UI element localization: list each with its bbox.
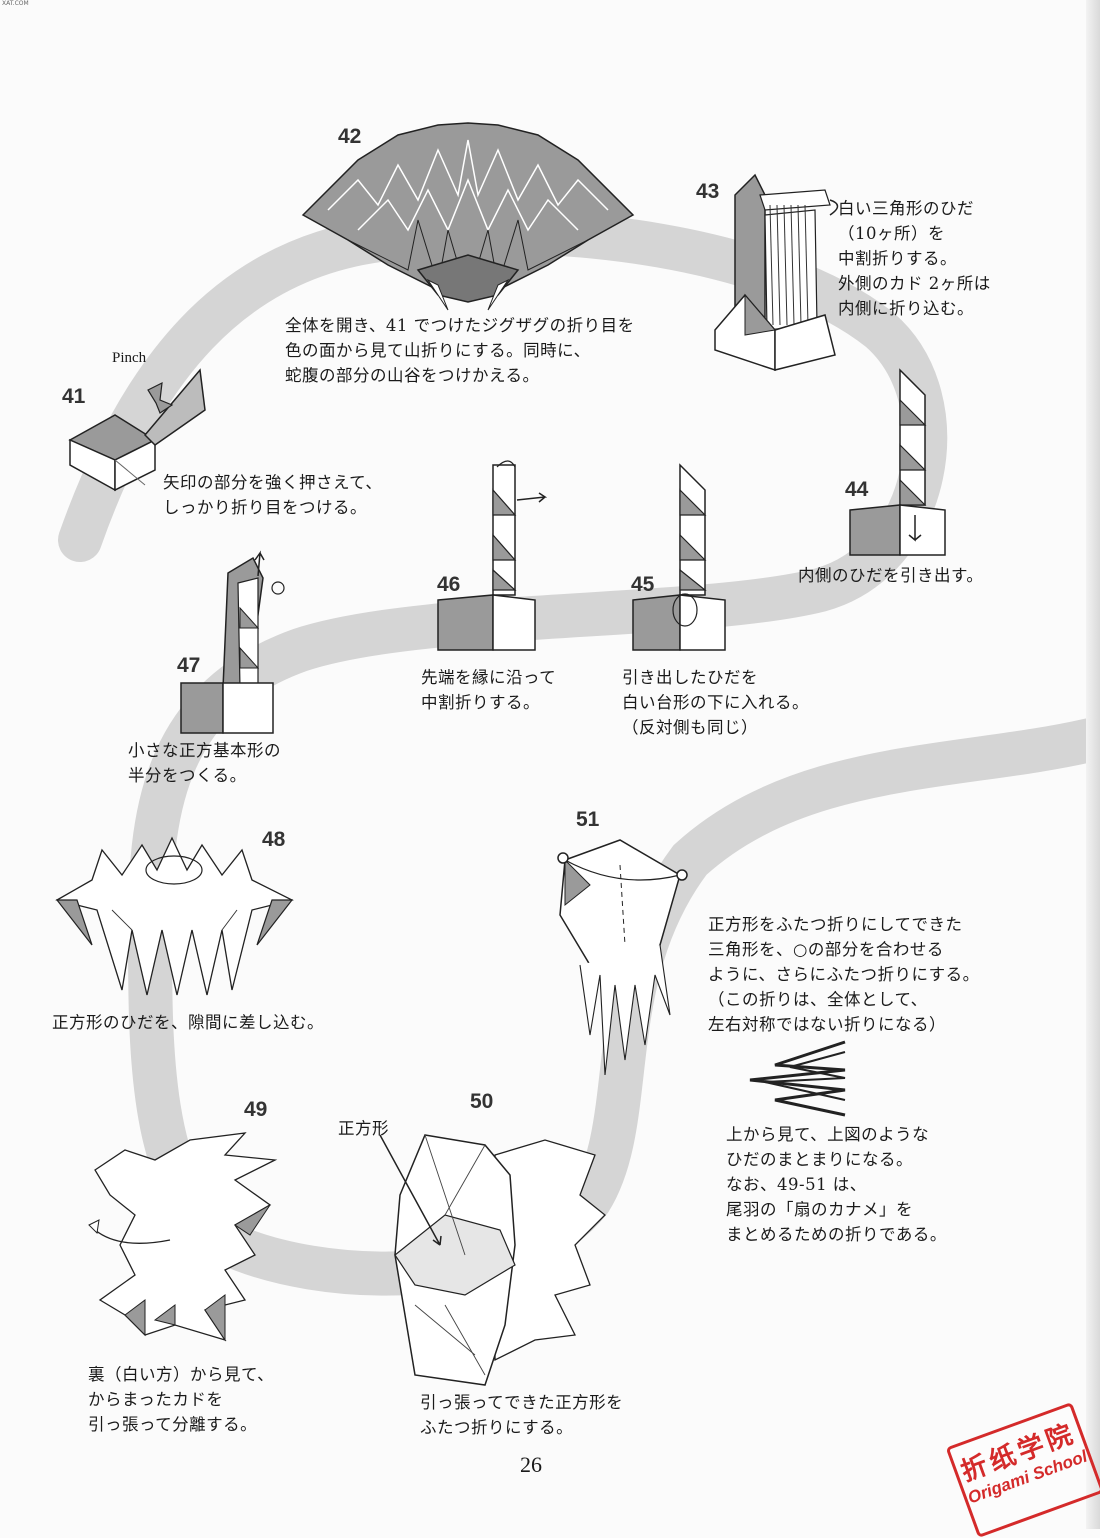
step-49-figure — [85, 1125, 285, 1355]
bundle-note: 上から見て、上図のような ひだのまとまりになる。 なお、49-51 は、 尾羽の… — [726, 1122, 947, 1247]
step-49-caption: 裏（白い方）から見て、 からまったカドを 引っ張って分離する。 — [88, 1362, 274, 1437]
step-50-caption: 引っ張ってできた正方形を ふたつ折りにする。 — [420, 1390, 623, 1440]
zigzag-bundle-diagram — [745, 1040, 855, 1120]
step-50-number: 50 — [470, 1090, 493, 1114]
step-47-caption: 小さな正方基本形の 半分をつくる。 — [128, 738, 281, 788]
page-number: 26 — [520, 1452, 542, 1478]
corner-mark: XAT.COM — [2, 0, 29, 7]
step-51-number: 51 — [576, 808, 599, 832]
step-46-caption: 先端を縁に沿って 中割折りする。 — [421, 665, 556, 715]
step-51-figure — [550, 835, 700, 1085]
step-48-figure — [52, 830, 302, 1000]
page-edge-shadow — [1086, 0, 1100, 1529]
step-42-caption: 全体を開き、41 でつけたジグザグの折り目を 色の面から見て山折りにする。同時に… — [285, 313, 635, 388]
step-43-caption: 白い三角形のひだ （10ヶ所）を 中割折りする。 外側のカド 2ヶ所は 内側に折… — [838, 196, 991, 321]
step-51-caption: 正方形をふたつ折りにしてできた 三角形を、○の部分を合わせる ように、さらにふた… — [708, 912, 980, 1037]
step-47-figure — [178, 548, 298, 738]
step-44-figure — [845, 365, 955, 565]
step-45-figure — [630, 460, 730, 655]
step-44-caption: 内側のひだを引き出す。 — [798, 563, 983, 588]
step-41-caption: 矢印の部分を強く押さえて、 しっかり折り目をつける。 — [163, 470, 382, 520]
step-48-caption: 正方形のひだを、隙間に差し込む。 — [52, 1010, 324, 1035]
step-50-figure — [375, 1125, 615, 1395]
step-42-fan-figure — [298, 120, 638, 320]
step-46-figure — [435, 455, 560, 655]
step-45-caption: 引き出したひだを 白い台形の下に入れる。 （反対側も同じ） — [622, 665, 809, 740]
step-49-number: 49 — [244, 1098, 267, 1122]
